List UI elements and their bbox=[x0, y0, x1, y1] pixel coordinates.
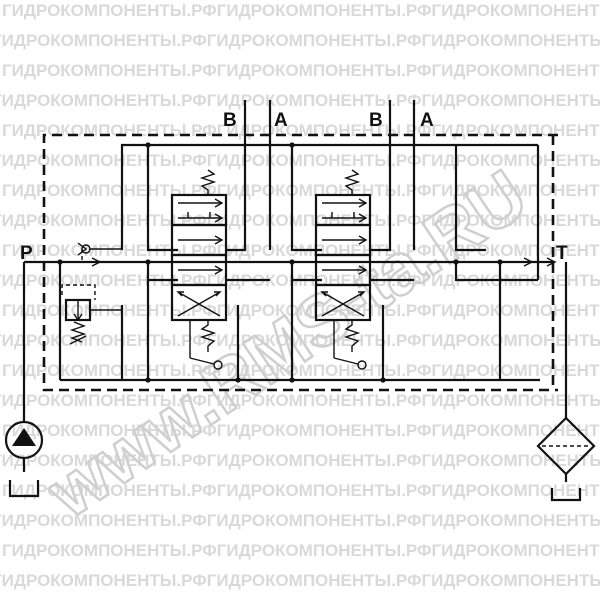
spool-section-2 bbox=[314, 193, 372, 322]
lever-icon bbox=[333, 320, 367, 370]
filter-icon bbox=[536, 262, 596, 502]
port-b2-label: B bbox=[369, 110, 383, 131]
junction-dots bbox=[57, 142, 503, 383]
port-a1-label: A bbox=[274, 110, 288, 131]
work-port-lines bbox=[243, 100, 416, 168]
port-b1-label: B bbox=[223, 110, 237, 131]
internal-pipework bbox=[24, 143, 553, 382]
spring-icon bbox=[199, 169, 217, 352]
check-valve-icon bbox=[77, 242, 122, 262]
relief-valve-icon bbox=[58, 262, 123, 380]
lever-icon bbox=[189, 320, 223, 370]
port-t-label: T bbox=[556, 243, 568, 264]
port-p-label: P bbox=[20, 243, 33, 264]
pump-icon bbox=[4, 262, 44, 498]
spring-icon bbox=[343, 169, 361, 352]
port-a2-label: A bbox=[420, 110, 434, 131]
flow-arrows bbox=[91, 257, 557, 267]
spool-section-1 bbox=[170, 193, 228, 322]
